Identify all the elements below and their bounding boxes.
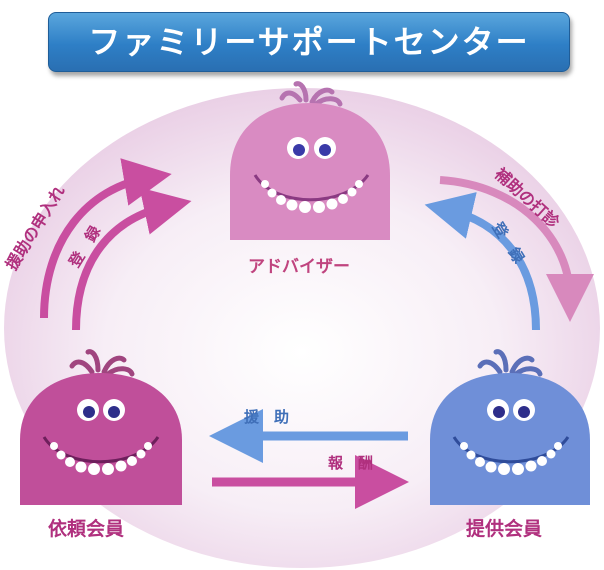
help-label: 援 助 [244, 408, 290, 426]
advisor-character [230, 81, 390, 240]
reward-label: 報 酬 [328, 454, 374, 472]
requester-character [20, 349, 182, 505]
provider-label: 提供会員 [466, 518, 543, 540]
requester-label: 依頼会員 [48, 518, 125, 540]
arrow-arrange-help [439, 176, 594, 322]
page-title: ファミリーサポートセンター [88, 23, 530, 61]
arrow-request-help [40, 158, 172, 319]
provider-character [430, 349, 590, 505]
arrow-register-right [424, 192, 540, 331]
advisor-label: アドバイザー [248, 257, 350, 277]
arrow-register-left [72, 187, 192, 331]
title-banner: ファミリーサポートセンター [48, 12, 570, 72]
